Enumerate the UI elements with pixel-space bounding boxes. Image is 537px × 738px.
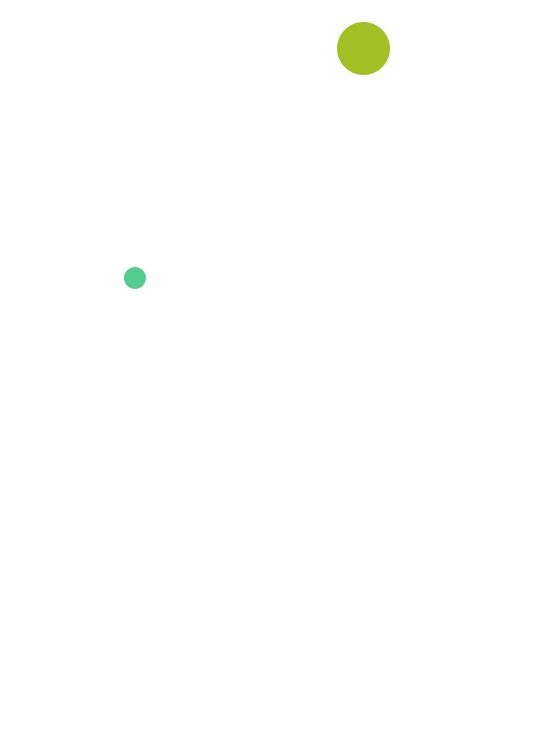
large-lime-circle (337, 22, 390, 75)
small-green-circle (124, 267, 146, 289)
